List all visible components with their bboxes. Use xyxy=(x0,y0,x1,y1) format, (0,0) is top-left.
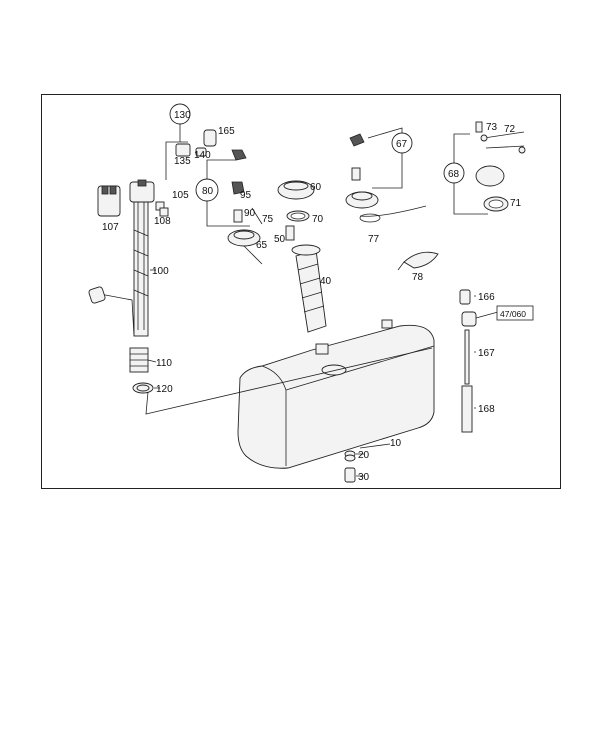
label-135: 135 xyxy=(174,156,191,167)
sender-unit xyxy=(88,179,155,337)
clip-78 xyxy=(397,251,439,271)
label-90: 90 xyxy=(244,208,256,219)
label-120: 120 xyxy=(156,384,173,395)
drain-plug xyxy=(344,454,356,483)
reference-box xyxy=(496,305,534,321)
cap-group-68 xyxy=(443,121,526,215)
filter-110 xyxy=(129,347,154,394)
leader-lines xyxy=(145,269,476,477)
label-107: 107 xyxy=(102,222,119,233)
label-20: 20 xyxy=(358,450,370,461)
reference-label: 47/060 xyxy=(500,309,526,319)
label-65: 65 xyxy=(256,240,268,251)
label-80: 80 xyxy=(202,186,214,197)
label-168: 168 xyxy=(478,404,495,415)
label-10: 10 xyxy=(390,438,402,449)
label-100: 100 xyxy=(152,266,169,277)
diagram-frame xyxy=(41,94,561,489)
label-77: 77 xyxy=(368,234,380,245)
label-165: 165 xyxy=(218,126,235,137)
label-40: 40 xyxy=(320,276,332,287)
breather-assembly xyxy=(459,289,499,433)
filler-cap-group-80 xyxy=(195,149,295,265)
label-73: 73 xyxy=(486,122,498,133)
connector-107 xyxy=(97,185,121,217)
label-70: 70 xyxy=(312,214,324,225)
pipe-fittings-105-108 xyxy=(155,201,169,217)
label-130: 130 xyxy=(174,110,191,121)
label-68: 68 xyxy=(448,169,460,180)
label-60: 60 xyxy=(310,182,322,193)
label-75: 75 xyxy=(262,214,274,225)
lockable-cap-group-67 xyxy=(345,127,427,223)
fuel-tank xyxy=(237,319,435,469)
label-50: 50 xyxy=(274,234,286,245)
label-105: 105 xyxy=(172,190,189,201)
label-108: 108 xyxy=(154,216,171,227)
label-30: 30 xyxy=(358,472,370,483)
label-166: 166 xyxy=(478,292,495,303)
label-71: 71 xyxy=(510,198,522,209)
label-110: 110 xyxy=(156,358,172,369)
label-78: 78 xyxy=(412,272,424,283)
fitting-group-130 xyxy=(165,103,217,180)
label-167: 167 xyxy=(478,348,495,359)
label-140: 140 xyxy=(194,150,211,161)
tank-cap-60 xyxy=(277,180,315,222)
label-72: 72 xyxy=(504,124,516,135)
label-67: 67 xyxy=(396,139,408,150)
label-95: 95 xyxy=(240,190,252,201)
strainer-40 xyxy=(291,244,327,333)
